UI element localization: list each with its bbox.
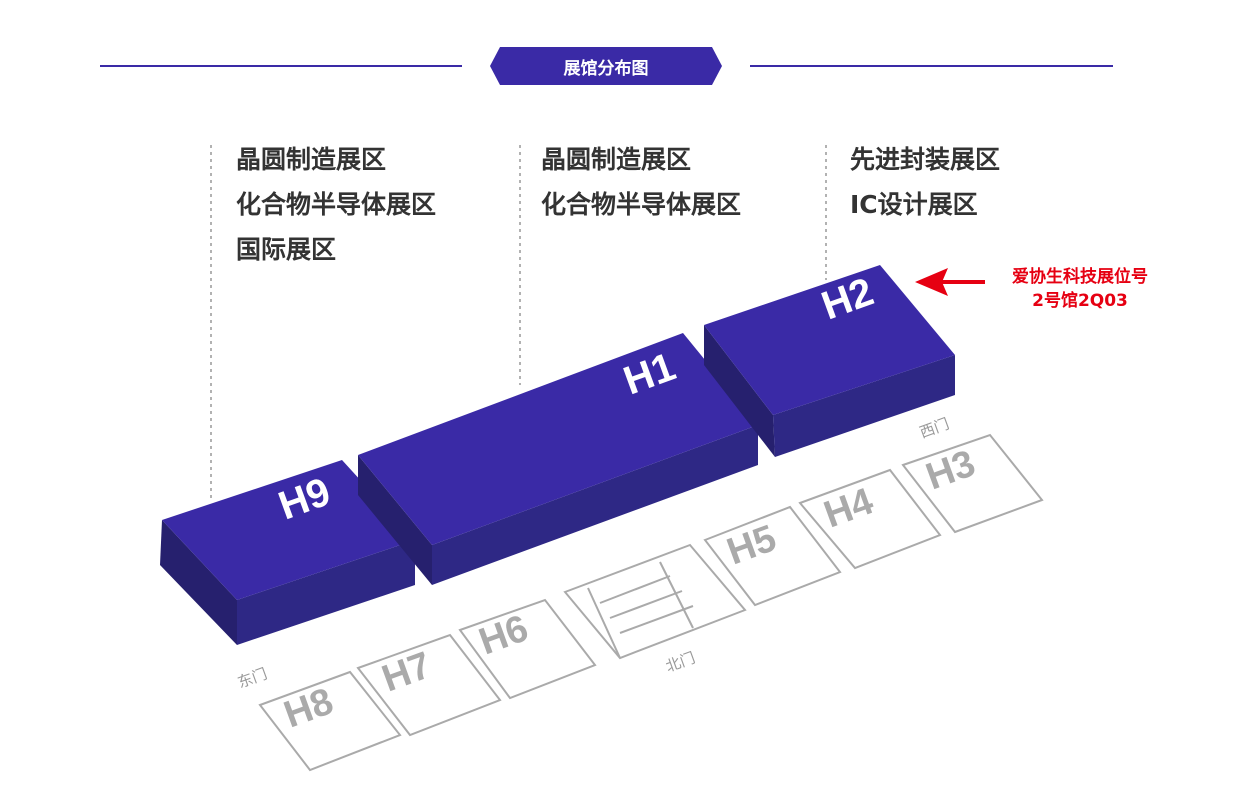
hall-h4[interactable] (798, 468, 942, 570)
zone-label: 国际展区 (236, 235, 337, 264)
hall-h2[interactable] (704, 265, 955, 457)
title-banner (490, 47, 722, 85)
booth-company: 爱协生科技展位号 (1012, 267, 1148, 287)
zone-label: IC设计展区 (850, 190, 978, 219)
hall-h3[interactable] (901, 433, 1044, 534)
zone-label: 化合物半导体展区 (541, 190, 742, 219)
zone-h1-labels: 晶圆制造展区 化合物半导体展区 (541, 137, 741, 227)
east-gate-label: 东门 (235, 665, 269, 692)
north-gate-label: 北门 (663, 649, 697, 676)
zone-label: 晶圆制造展区 (541, 145, 692, 174)
hall-h9[interactable] (160, 460, 415, 645)
booth-number: 2号馆2Q03 (1032, 291, 1128, 311)
hall-h1[interactable] (358, 333, 758, 585)
booth-annotation: 爱协生科技展位号 2号馆2Q03 (985, 265, 1175, 313)
hall-h6[interactable] (458, 598, 597, 700)
zone-label: 化合物半导体展区 (236, 190, 437, 219)
zone-h9-labels: 晶圆制造展区 化合物半导体展区 国际展区 (236, 137, 436, 272)
arrow-icon (915, 268, 985, 296)
hall-h5[interactable] (703, 505, 842, 607)
zone-label: 晶圆制造展区 (236, 145, 387, 174)
hall-h7[interactable] (356, 633, 502, 737)
west-gate-label: 西门 (917, 415, 951, 442)
zone-h2-labels: 先进封装展区 IC设计展区 (850, 137, 1000, 227)
hall-h8[interactable] (258, 670, 402, 772)
page-title: 展馆分布图 (563, 58, 649, 79)
zone-label: 先进封装展区 (850, 145, 1001, 174)
